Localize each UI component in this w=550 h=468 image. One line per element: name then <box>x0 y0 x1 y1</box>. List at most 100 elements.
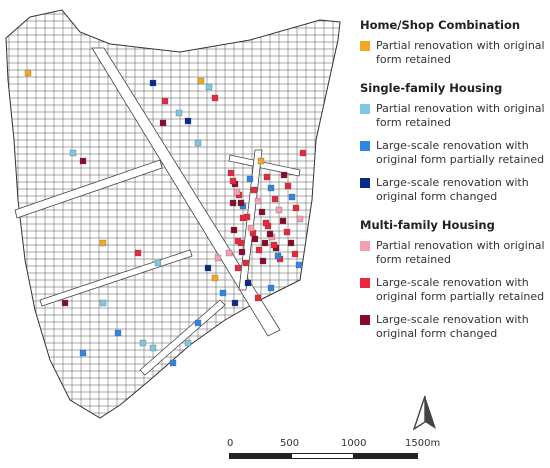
legend-item: Large-scale renovation with original for… <box>360 176 546 204</box>
scale-tick-1500-value: 1500 <box>405 438 431 449</box>
renovated-parcel <box>234 264 242 272</box>
renovated-parcel <box>79 349 87 357</box>
renovated-parcel <box>234 237 242 245</box>
legend-label: Partial renovation with original form re… <box>376 39 545 66</box>
renovated-parcel <box>292 204 300 212</box>
scale-bar: 0 500 1000 1500m <box>225 438 527 466</box>
renovated-parcel <box>61 299 69 307</box>
renovated-parcel <box>288 193 296 201</box>
renovated-parcel <box>24 69 32 77</box>
renovated-parcel <box>251 235 259 243</box>
scale-segment-3 <box>353 453 418 459</box>
renovated-parcel <box>246 175 254 183</box>
renovated-parcel <box>211 274 219 282</box>
legend-group-title: Single-family Housing <box>360 81 503 95</box>
renovated-parcel <box>244 279 252 287</box>
renovated-parcel <box>197 77 205 85</box>
renovated-parcel <box>194 319 202 327</box>
renovated-parcel <box>242 259 250 267</box>
renovated-parcel <box>259 257 267 265</box>
renovated-parcel <box>267 284 275 292</box>
renovated-parcel <box>169 359 177 367</box>
renovated-parcel <box>229 177 237 185</box>
renovated-parcel <box>266 230 274 238</box>
legend-group-title: Home/Shop Combination <box>360 18 521 32</box>
main-roads <box>14 47 301 376</box>
scale-unit: m <box>430 438 441 449</box>
legend-item: Large-scale renovation with original for… <box>360 276 546 304</box>
renovated-parcel <box>254 294 262 302</box>
renovated-parcel <box>296 215 304 223</box>
renovated-parcel <box>214 254 222 262</box>
scale-segment-2 <box>291 453 354 459</box>
renovated-parcel <box>274 252 282 260</box>
renovated-parcel <box>231 299 239 307</box>
renovated-parcel <box>184 117 192 125</box>
renovated-parcel <box>114 329 122 337</box>
renovated-parcel <box>295 261 303 269</box>
scale-tick-0: 0 <box>227 438 234 449</box>
renovated-parcel <box>154 259 162 267</box>
renovated-parcel <box>271 195 279 203</box>
renovated-parcel <box>227 169 235 177</box>
renovated-parcel <box>149 344 157 352</box>
legend-label: Large-scale renovation with original for… <box>376 276 545 303</box>
renovated-parcel <box>149 79 157 87</box>
renovated-parcel <box>69 149 77 157</box>
renovated-parcel <box>134 249 142 257</box>
renovated-parcel <box>159 119 167 127</box>
scale-tick-1500: 1500m <box>405 438 440 449</box>
renovated-parcel <box>284 182 292 190</box>
legend-swatch <box>360 241 370 251</box>
legend-group-title: Multi-family Housing <box>360 218 495 232</box>
renovated-parcel <box>237 199 245 207</box>
renovated-parcel <box>254 197 262 205</box>
renovation-parcels <box>24 69 307 367</box>
renovated-parcel <box>211 94 219 102</box>
renovated-parcel <box>263 173 271 181</box>
renovated-parcel <box>247 224 255 232</box>
renovated-parcel <box>261 239 269 247</box>
legend-label: Large-scale renovation with original for… <box>376 139 545 166</box>
renovated-parcel <box>299 149 307 157</box>
renovated-parcel <box>267 184 275 192</box>
map-canvas <box>5 9 341 419</box>
renovated-parcel <box>257 157 265 165</box>
legend-label: Large-scale renovation with original for… <box>376 176 529 203</box>
renovated-parcel <box>184 339 192 347</box>
legend-swatch <box>360 141 370 151</box>
scale-segment-1 <box>229 453 292 459</box>
renovated-parcel <box>233 188 241 196</box>
legend-item: Partial renovation with original form re… <box>360 239 546 267</box>
renovated-parcel <box>243 213 251 221</box>
renovated-parcel <box>194 139 202 147</box>
legend-swatch <box>360 41 370 51</box>
legend-swatch <box>360 178 370 188</box>
renovated-parcel <box>205 83 213 91</box>
scale-tick-500: 500 <box>280 438 300 449</box>
scale-tick-1000: 1000 <box>341 438 367 449</box>
renovated-parcel <box>204 264 212 272</box>
legend-label: Partial renovation with original form re… <box>376 239 545 266</box>
renovated-parcel <box>270 241 278 249</box>
renovated-parcel <box>280 171 288 179</box>
legend-item: Large-scale renovation with original for… <box>360 139 546 167</box>
renovated-parcel <box>250 186 258 194</box>
legend-label: Large-scale renovation with original for… <box>376 313 529 340</box>
renovated-parcel <box>291 250 299 258</box>
legend-item: Large-scale renovation with original for… <box>360 313 546 341</box>
renovated-parcel <box>230 226 238 234</box>
legend-swatch <box>360 315 370 325</box>
district-parcels <box>5 9 341 419</box>
renovated-parcel <box>175 109 183 117</box>
renovated-parcel <box>99 239 107 247</box>
legend-item: Partial renovation with original form re… <box>360 39 546 67</box>
renovated-parcel <box>238 248 246 256</box>
renovated-parcel <box>139 339 147 347</box>
renovated-parcel <box>255 246 263 254</box>
renovated-parcel <box>161 97 169 105</box>
renovated-parcel <box>262 219 270 227</box>
legend-swatch <box>360 104 370 114</box>
renovated-parcel <box>279 217 287 225</box>
legend-item: Partial renovation with original form re… <box>360 102 546 130</box>
